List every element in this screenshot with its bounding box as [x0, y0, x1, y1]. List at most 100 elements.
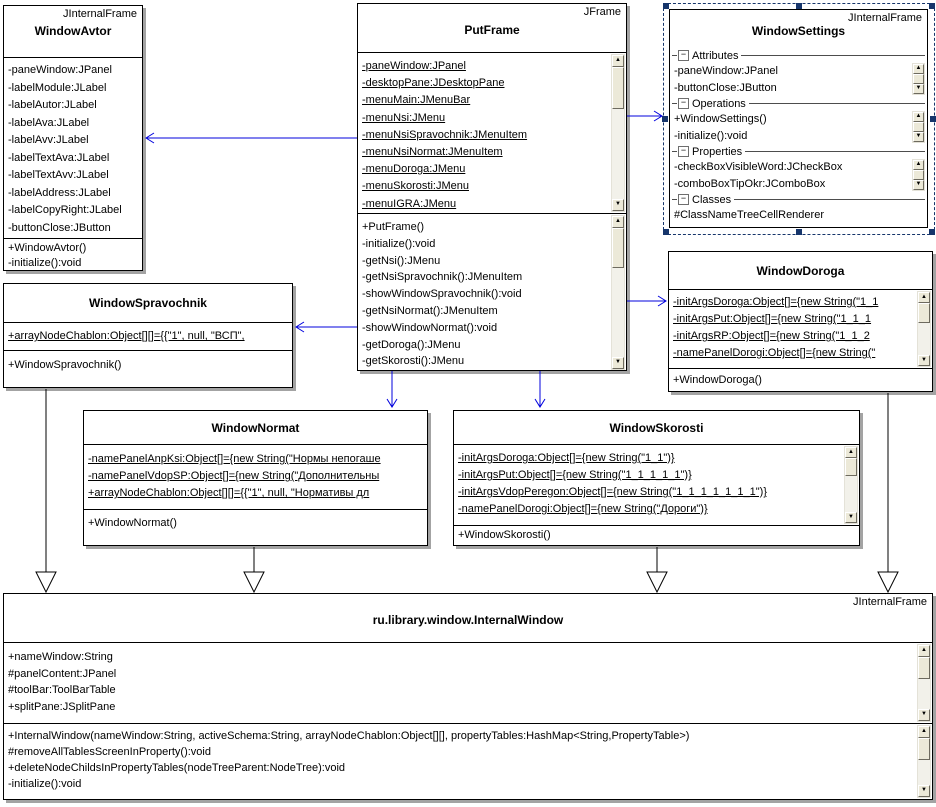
property-row: -comboBoxTipOkr:JComboBox — [674, 177, 826, 190]
scroll-up-button[interactable] — [913, 160, 924, 170]
attribute-row: -initArgsDoroga:Object[]={new String("1_… — [458, 452, 675, 464]
method-row: -getDoroga():JMenu — [362, 338, 461, 351]
scroll-track — [845, 476, 857, 512]
scroll-up-button[interactable] — [918, 645, 930, 657]
scroll-thumb[interactable] — [612, 67, 624, 109]
generalization-windowspravochnik-to-internalwindow[interactable] — [35, 389, 57, 594]
attribute-row: -initArgsDoroga:Object[]={new String("1_… — [673, 296, 879, 308]
attributes-compartment: -paneWindow:JPanel-labelModule:JLabel-la… — [4, 57, 142, 238]
scroll-thumb[interactable] — [612, 228, 624, 268]
scroll-up-button[interactable] — [918, 292, 930, 303]
association-putframe-to-windowavtor[interactable] — [145, 132, 357, 144]
attribute-row: #toolBar:ToolBarTable — [8, 684, 116, 696]
scroll-up-button[interactable] — [845, 447, 857, 458]
scroll-thumb[interactable] — [918, 738, 930, 760]
scroll-down-button[interactable] — [612, 199, 624, 211]
association-putframe-to-windownormat[interactable] — [386, 371, 398, 408]
method-row: +WindowAvtor() — [8, 242, 87, 254]
attribute-row: -menuNsi:JMenu — [362, 111, 446, 124]
selection-handle[interactable] — [663, 229, 669, 235]
group-rows: #ClassNameTreeCellRenderer — [670, 207, 927, 224]
class-box-windowskorosti[interactable]: WindowSkorosti -initArgsDoroga:Object[]=… — [453, 410, 860, 546]
attributes-scrollbar — [917, 291, 931, 367]
collapse-icon[interactable] — [678, 194, 689, 205]
collapse-icon[interactable] — [678, 50, 689, 61]
selection-handle[interactable] — [662, 116, 668, 122]
methods-compartment: +WindowDoroga() — [669, 368, 932, 393]
scroll-track — [612, 268, 624, 357]
class-box-windowspravochnik[interactable]: WindowSpravochnik +arrayNodeChablon:Obje… — [3, 283, 293, 388]
class-box-windowavtor[interactable]: JInternalFrame WindowAvtor -paneWindow:J… — [3, 5, 143, 271]
attribute-row: -namePanelDorogi:Object[]={new String("Д… — [458, 503, 708, 515]
scroll-down-button[interactable] — [913, 84, 924, 94]
scroll-up-button[interactable] — [913, 112, 924, 122]
scroll-up-button[interactable] — [612, 55, 624, 67]
mini-scrollbar — [912, 111, 925, 143]
attribute-row: -labelCopyRight:JLabel — [8, 204, 122, 216]
selection-handle[interactable] — [796, 3, 802, 9]
group-label: Attributes — [692, 49, 739, 62]
class-title: WindowDoroga — [756, 263, 845, 278]
scroll-down-button[interactable] — [918, 355, 930, 366]
attribute-row: -labelAutor:JLabel — [8, 99, 97, 111]
association-putframe-to-windowskorosti[interactable] — [534, 371, 546, 408]
generalization-windownormat-to-internalwindow[interactable] — [243, 547, 265, 594]
class-box-windowdoroga[interactable]: WindowDoroga -initArgsDoroga:Object[]={n… — [668, 251, 933, 392]
class-title: PutFrame — [464, 23, 520, 37]
operation-row: -initialize():void — [674, 129, 748, 142]
selection-handle[interactable] — [796, 229, 802, 235]
scroll-down-button[interactable] — [612, 357, 624, 369]
attribute-row: -initArgsRP:Object[]={new String("1_1_2 — [673, 330, 870, 342]
scroll-track — [918, 679, 930, 709]
methods-compartment: +WindowNormat() — [84, 509, 427, 547]
attribute-row: -initArgsPut:Object[]={new String("1_1_1 — [673, 313, 872, 325]
scroll-down-button[interactable] — [913, 180, 924, 190]
method-row: -showWindowNormat():void — [362, 321, 498, 334]
group-rows: -paneWindow:JPanel-buttonClose:JButton — [670, 63, 927, 96]
group-header-classes: Classes — [670, 192, 927, 207]
scroll-thumb[interactable] — [913, 74, 924, 84]
group-line — [672, 55, 677, 56]
attribute-row: -namePanelVdopSP:Object[]={new String("Д… — [88, 470, 380, 482]
selection-handle[interactable] — [929, 3, 935, 9]
scroll-up-button[interactable] — [913, 64, 924, 74]
attributes-compartment: -initArgsDoroga:Object[]={new String("1_… — [454, 444, 859, 525]
collapse-icon[interactable] — [678, 146, 689, 157]
scroll-down-button[interactable] — [845, 512, 857, 523]
scroll-thumb[interactable] — [913, 170, 924, 180]
class-box-windownormat[interactable]: WindowNormat -namePanelAnpKsi:Object[]={… — [83, 410, 428, 546]
scroll-thumb[interactable] — [918, 657, 930, 679]
class-box-putframe[interactable]: JFrame PutFrame -paneWindow:JPanel-deskt… — [357, 3, 627, 371]
scroll-up-button[interactable] — [918, 726, 930, 738]
attributes-scrollbar — [917, 644, 931, 722]
scroll-thumb[interactable] — [913, 122, 924, 132]
association-putframe-to-windowsettings[interactable] — [627, 110, 663, 122]
attribute-row: -buttonClose:JButton — [674, 81, 777, 94]
attributes-compartment: -namePanelAnpKsi:Object[]={new String("Н… — [84, 444, 427, 509]
selection-handle[interactable] — [930, 116, 936, 122]
scroll-thumb[interactable] — [918, 303, 930, 323]
attribute-row: -namePanelDorogi:Object[]={new String(" — [673, 347, 876, 359]
class-box-windowsettings[interactable]: JInternalFrame WindowSettings Attributes… — [669, 9, 928, 228]
method-row: -initialize():void — [8, 778, 82, 790]
association-putframe-to-windowdoroga[interactable] — [627, 295, 667, 307]
class-title: ru.library.window.InternalWindow — [372, 613, 564, 627]
scroll-down-button[interactable] — [913, 132, 924, 142]
method-row: +WindowDoroga() — [673, 374, 762, 386]
scroll-down-button[interactable] — [918, 785, 930, 797]
selection-handle[interactable] — [929, 229, 935, 235]
methods-scrollbar — [611, 215, 625, 370]
scroll-up-button[interactable] — [612, 216, 624, 228]
association-putframe-to-windowspravochnik[interactable] — [295, 321, 357, 333]
attribute-row: -labelModule:JLabel — [8, 81, 107, 94]
generalization-windowdoroga-to-internalwindow[interactable] — [877, 393, 899, 594]
attribute-row: -menuSkorosti:JMenu — [362, 180, 469, 193]
generalization-windowskorosti-to-internalwindow[interactable] — [646, 547, 668, 594]
class-box-internalwindow[interactable]: JInternalFrame ru.library.window.Interna… — [3, 593, 933, 800]
methods-compartment: +WindowSpravochnik() — [4, 350, 292, 389]
scroll-thumb[interactable] — [845, 458, 857, 476]
collapse-icon[interactable] — [678, 98, 689, 109]
selection-handle[interactable] — [663, 3, 669, 9]
attribute-row: +nameWindow:String — [8, 651, 113, 663]
scroll-down-button[interactable] — [918, 709, 930, 721]
